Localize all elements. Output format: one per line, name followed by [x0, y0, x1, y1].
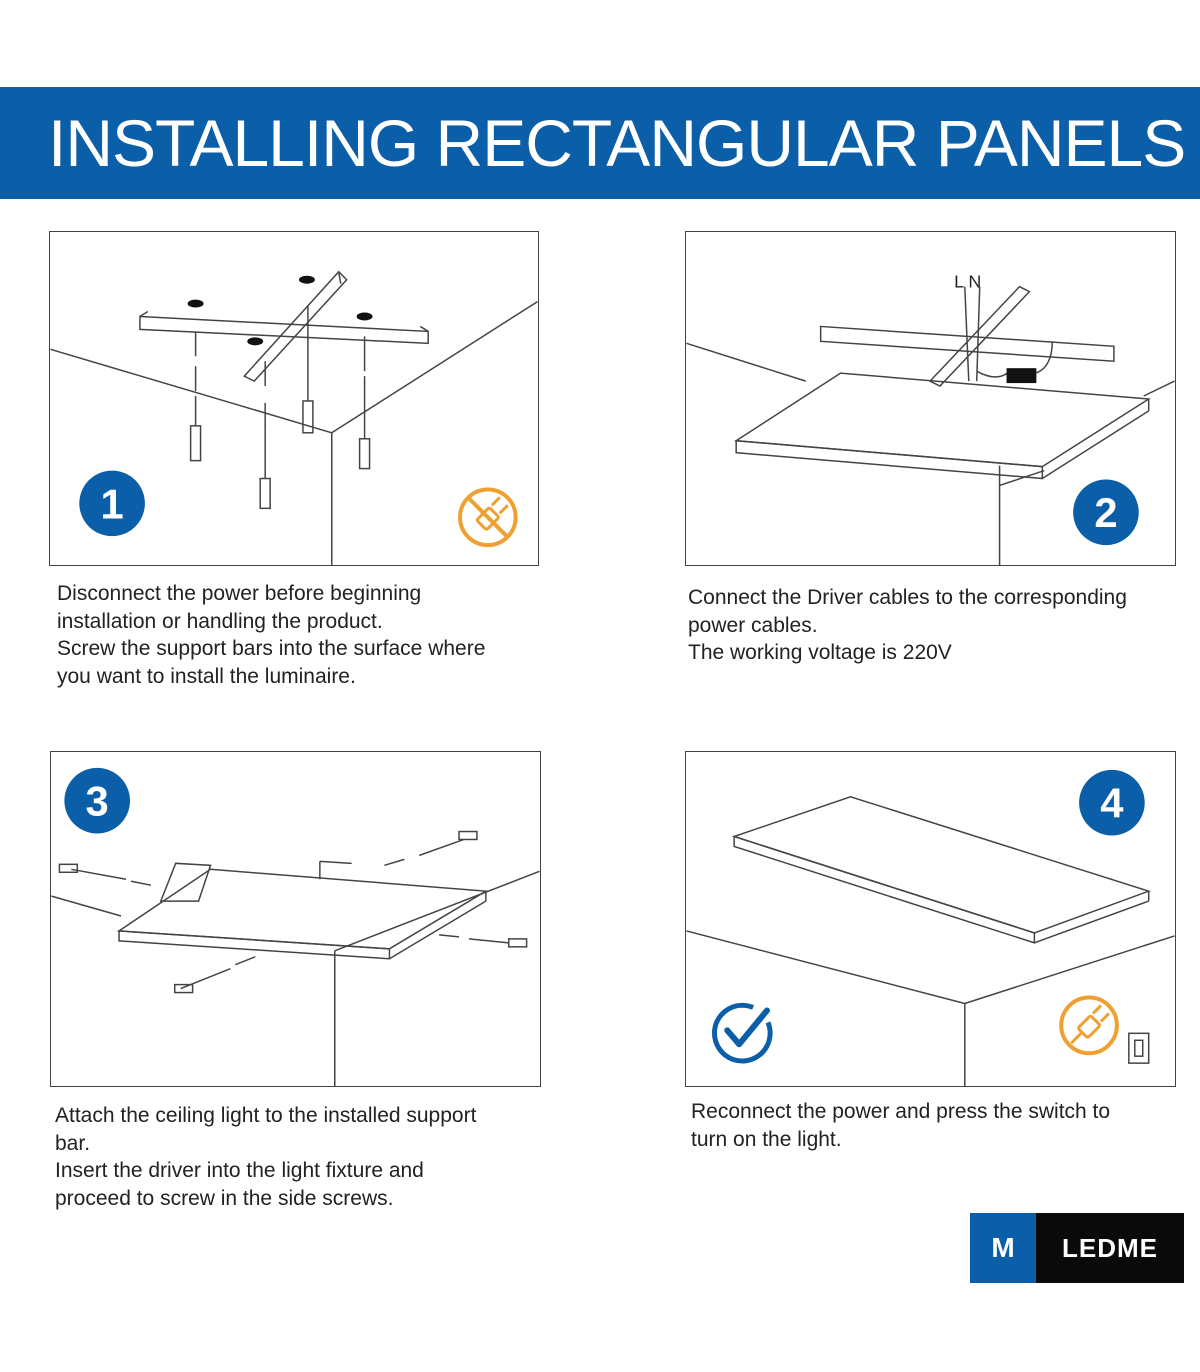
step-2-number: 2 — [1094, 489, 1117, 536]
page-title: INSTALLING RECTANGULAR PANELS — [48, 106, 1186, 180]
checkmark-icon — [712, 1002, 773, 1064]
step-2-description: Connect the Driver cables to the corresp… — [688, 584, 1188, 667]
step-1-description: Disconnect the power before beginning in… — [57, 580, 537, 690]
logo-name: LEDME — [1036, 1213, 1184, 1283]
step-1-line: installation or handling the product. — [57, 609, 383, 633]
step-2-illustration: L N 2 — [685, 231, 1176, 566]
step-1-line: Disconnect the power before beginning — [57, 582, 422, 605]
step-4-description: Reconnect the power and press the switch… — [691, 1098, 1186, 1153]
power-plug-icon — [1059, 995, 1119, 1056]
step-3-line: Insert the driver into the light fixture… — [55, 1159, 424, 1182]
installed-panel-drawing: 4 — [686, 769, 1175, 1086]
panel-mounting-drawing: 3 — [51, 767, 540, 1086]
step-4-line: turn on the light. — [691, 1127, 842, 1151]
title-banner: INSTALLING RECTANGULAR PANELS — [0, 87, 1200, 199]
step-1-line: you want to install the luminaire. — [57, 664, 356, 688]
step-3-line: bar. — [55, 1131, 91, 1155]
step-3-number-badge — [64, 767, 130, 834]
step-2-line: Connect the Driver cables to the corresp… — [688, 586, 1127, 609]
step-4-line: Reconnect the power and press the switch… — [691, 1100, 1111, 1123]
step-1-line: Screw the support bars into the surface … — [57, 637, 486, 660]
wire-labels: L N — [954, 272, 981, 292]
step-1-illustration: 1 — [49, 231, 539, 566]
step-4-illustration: 4 — [685, 751, 1176, 1087]
step-2-line: power cables. — [688, 613, 818, 637]
step-4-number: 4 — [1100, 780, 1123, 827]
logo-mark: M — [970, 1213, 1036, 1283]
driver-wiring-drawing: L N 2 — [686, 272, 1175, 565]
ledme-logo: M LEDME — [970, 1213, 1184, 1283]
step-3-illustration: 3 — [50, 751, 541, 1087]
step-2-line: The working voltage is 220V — [688, 641, 952, 664]
step-2-number-badge — [1073, 479, 1139, 546]
step-3-line: proceed to screw in the side screws. — [55, 1186, 394, 1210]
step-4-number-badge — [1079, 769, 1145, 836]
step-3-description: Attach the ceiling light to the installe… — [55, 1102, 545, 1212]
ceiling-support-bars-drawing — [50, 270, 538, 565]
step-3-line: Attach the ceiling light to the installe… — [55, 1104, 477, 1127]
step-3-number: 3 — [86, 778, 109, 825]
